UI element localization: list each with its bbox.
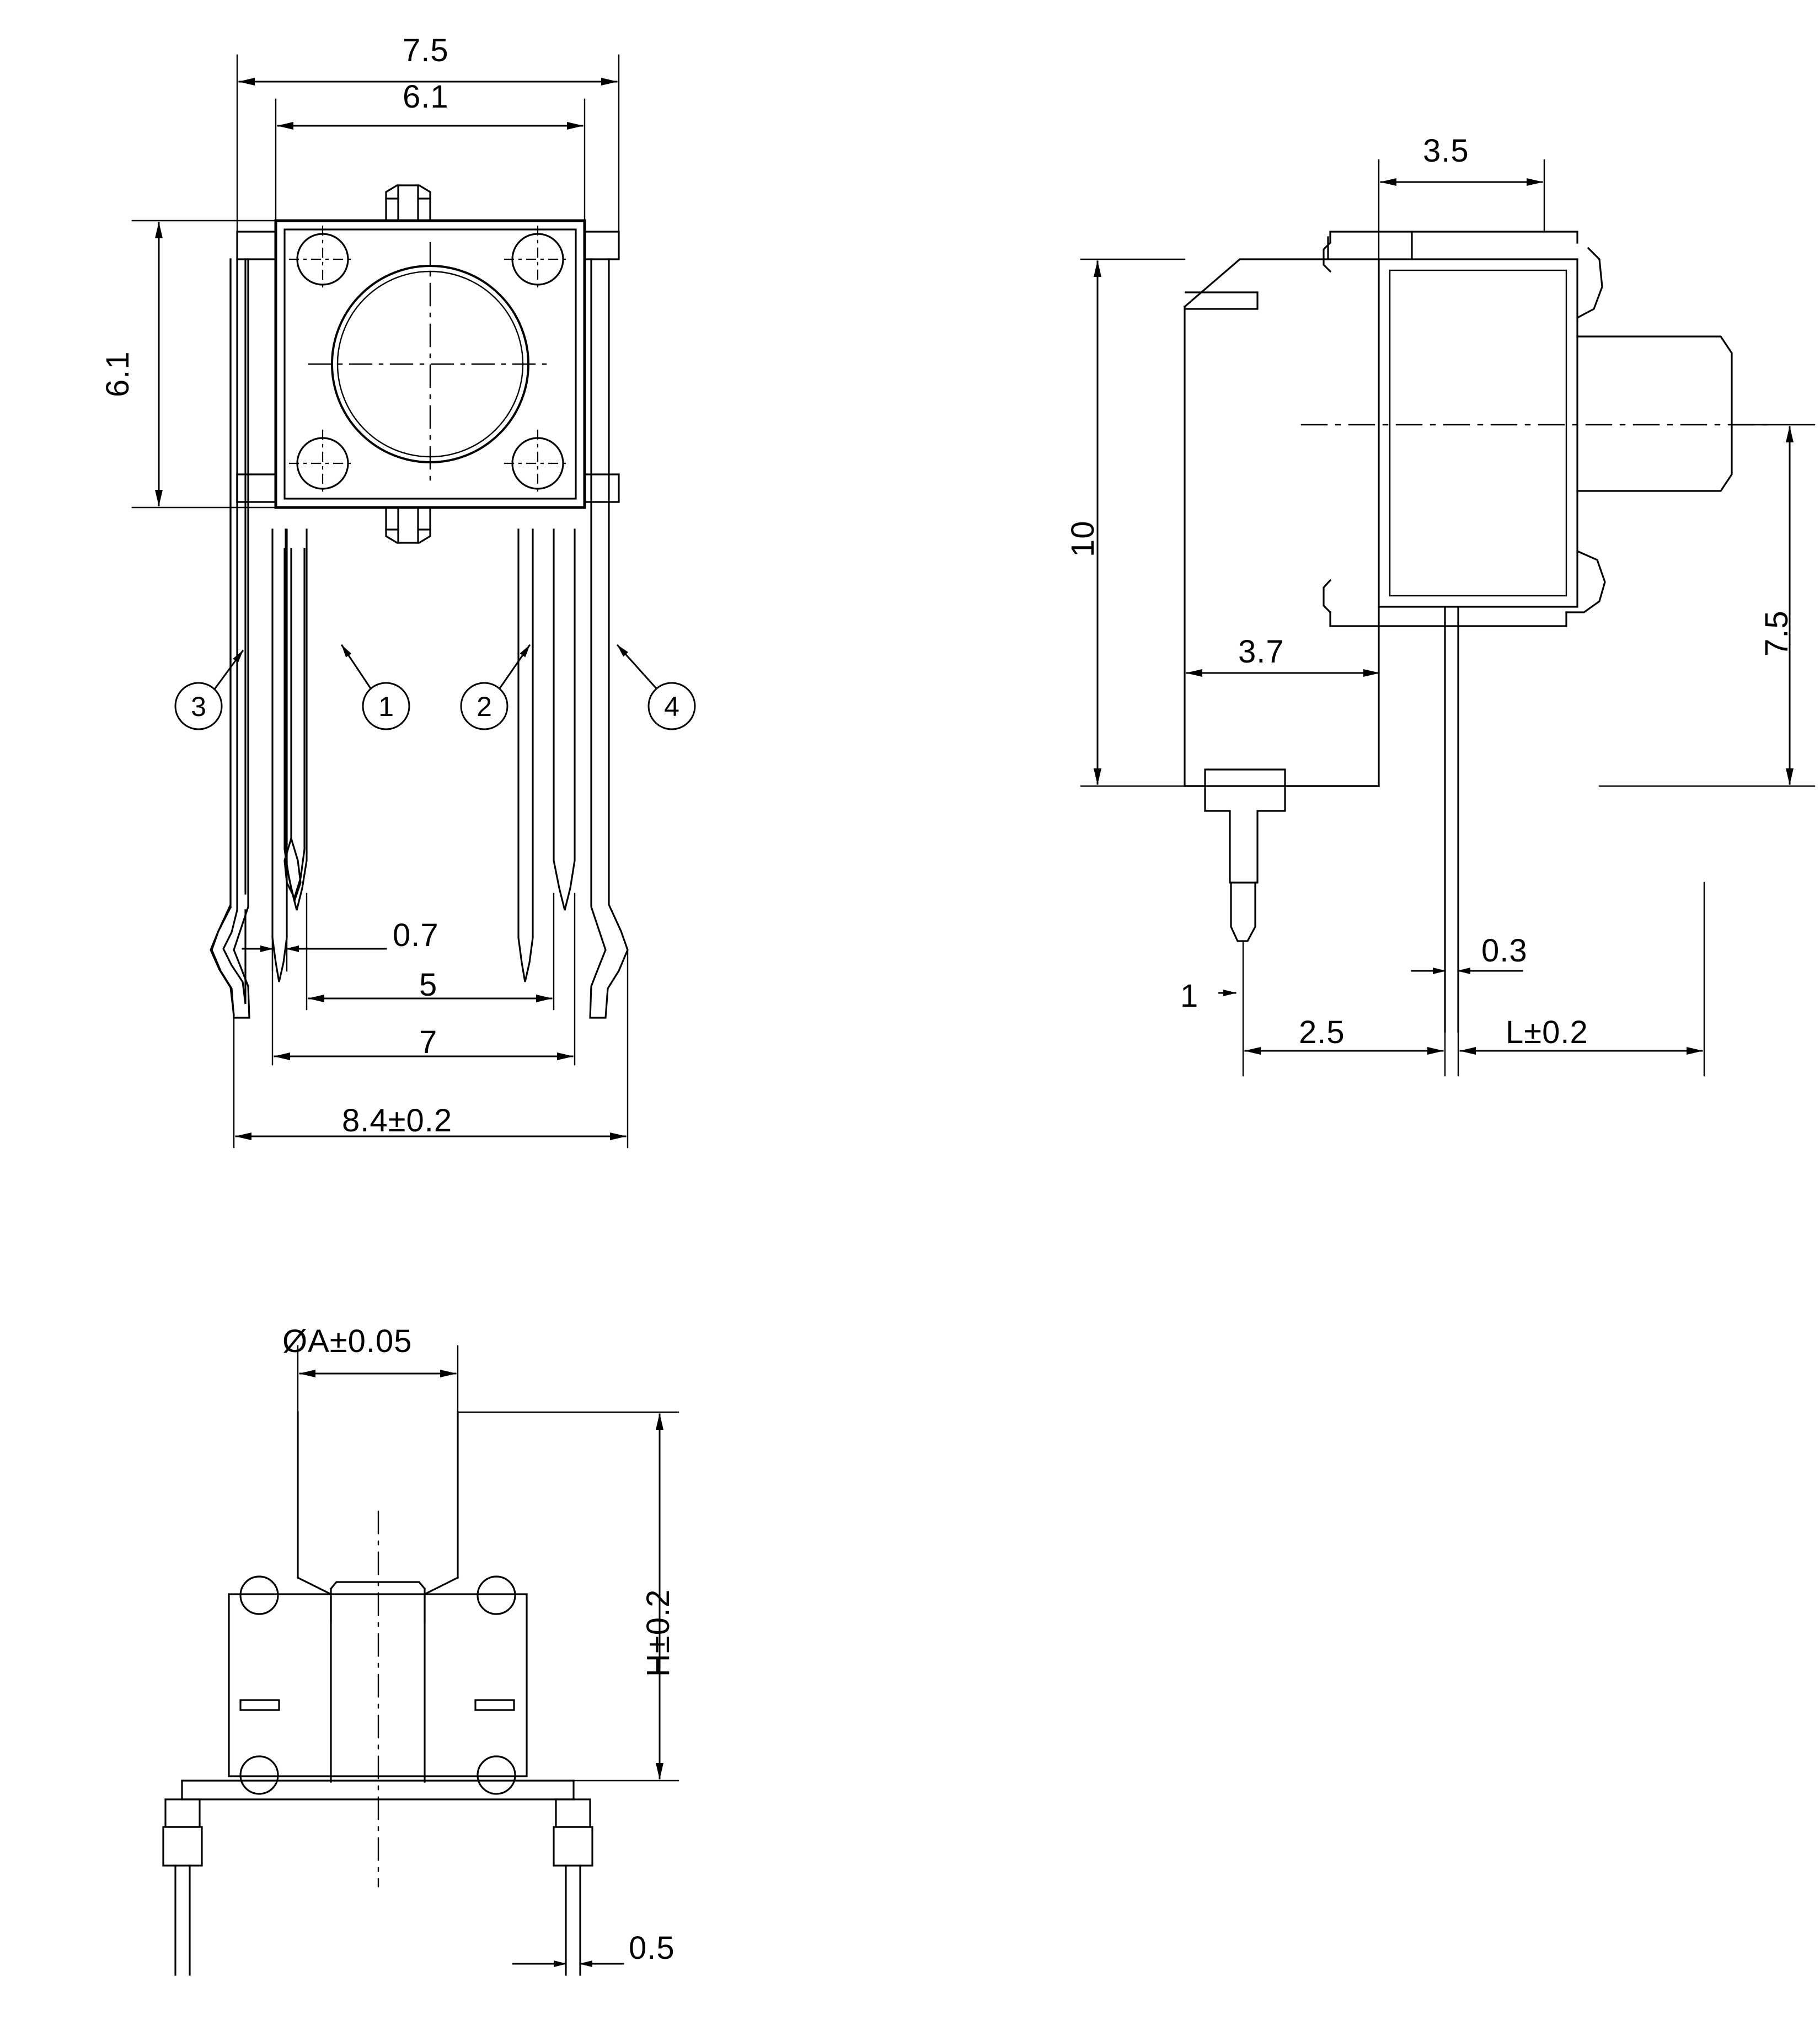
dim-side-body-depth: 3.7 — [1238, 634, 1284, 670]
dim-terminal-thickness: 0.5 — [629, 1930, 675, 1966]
dim-side-lead-length: L±0.2 — [1506, 1014, 1588, 1050]
front-view-balloons — [174, 644, 696, 730]
dim-side-cap-width: 3.5 — [1423, 133, 1469, 169]
dim-side-lead-tip: 1 — [1180, 978, 1199, 1014]
front-view-geometry — [210, 184, 629, 1019]
dim-side-body-height: 10 — [1065, 520, 1101, 557]
dim-side-lead-offset: 2.5 — [1299, 1014, 1345, 1050]
balloon-2-label: 2 — [477, 691, 492, 722]
dim-side-lead-thickness: 0.3 — [1481, 933, 1528, 969]
dim-front-outer-lead-pitch: 7 — [419, 1024, 438, 1060]
bottom-view-geometry — [162, 1411, 593, 1976]
balloon-1-label: 1 — [378, 691, 394, 722]
dim-front-overall-width: 8.4±0.2 — [342, 1103, 453, 1139]
dim-front-inner-lead-pitch: 5 — [419, 967, 438, 1003]
dim-total-height: H±0.2 — [640, 1589, 676, 1677]
bottom-view-dimensions — [297, 1345, 679, 1967]
dim-front-body-width: 7.5 — [403, 33, 449, 68]
dim-front-lead-width: 0.7 — [393, 917, 439, 953]
side-view-dimensions — [1080, 159, 1816, 1077]
side-view-geometry — [1183, 231, 1777, 1033]
dim-side-actuator-height: 7.5 — [1759, 610, 1795, 656]
dim-front-body-inner-width: 6.1 — [403, 79, 449, 115]
balloon-4-label: 4 — [664, 691, 679, 722]
dim-plunger-diameter: ØA±0.05 — [282, 1323, 413, 1359]
balloon-3-label: 3 — [191, 691, 206, 722]
front-view-dimensions — [131, 54, 629, 1148]
dim-front-body-height: 6.1 — [100, 351, 136, 397]
